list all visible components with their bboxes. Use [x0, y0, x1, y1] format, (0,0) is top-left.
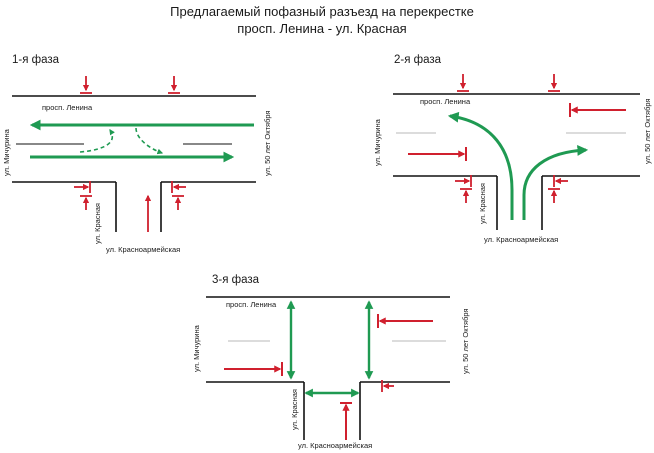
p1-uturn-right-dashed-arrow: [135, 127, 164, 155]
street-label-michurina-p2: ул. Мичурина: [373, 118, 382, 166]
street-label-krasnaya-p2: ул. Красная: [478, 183, 487, 224]
p1-stop-arrows: [74, 76, 186, 232]
phase-2-label: 2-я фаза: [394, 54, 442, 66]
phase-1-roads: [12, 95, 256, 232]
street-label-october-p3: ул. 50 лет Октября: [461, 308, 470, 374]
street-label-october-p2: ул. 50 лет Октября: [643, 98, 652, 164]
street-label-krasnaya-p1: ул. Красная: [93, 203, 102, 244]
title-line-1: Предлагаемый пофазный разъезд на перекре…: [170, 4, 474, 19]
p3-stop-arrows: [224, 314, 433, 440]
street-label-october-p1: ул. 50 лет Октября: [263, 110, 272, 176]
street-label-krasnaya-p3: ул. Красная: [290, 389, 299, 430]
street-label-krasnoarmeyskaya-p2: ул. Красноармейская: [484, 235, 558, 244]
p2-right-turn-arrow: [522, 145, 589, 220]
street-label-michurina-p3: ул. Мичурина: [192, 324, 201, 372]
title-line-2: просп. Ленина - ул. Красная: [237, 21, 406, 36]
street-label-krasnoarmeyskaya-p3: ул. Красноармейская: [298, 441, 372, 450]
phase-2-diagram: 2-я фаза просп. Ленина ул. Мичурина ул. …: [373, 54, 652, 244]
p1-uturn-left-dashed-arrow: [79, 129, 115, 153]
phase-1-diagram: 1-я фаза просп. Ленина ул. Мичурина ул. …: [2, 54, 272, 254]
street-label-lenina-p1: просп. Ленина: [42, 103, 93, 112]
street-label-lenina-p2: просп. Ленина: [420, 97, 471, 106]
street-label-michurina-p1: ул. Мичурина: [2, 128, 11, 176]
p2-stop-arrows: [408, 74, 626, 203]
phase-3-roads: [206, 296, 450, 440]
street-label-lenina-p3: просп. Ленина: [226, 300, 277, 309]
phase-3-label: 3-я фаза: [212, 274, 260, 286]
phase-1-label: 1-я фаза: [12, 54, 60, 66]
street-label-krasnoarmeyskaya-p1: ул. Красноармейская: [106, 245, 180, 254]
phase-3-diagram: 3-я фаза просп. Ленина ул. Мичурина ул. …: [192, 274, 470, 450]
p2-left-turn-arrow: [447, 111, 514, 220]
phase-2-roads: [393, 93, 640, 230]
